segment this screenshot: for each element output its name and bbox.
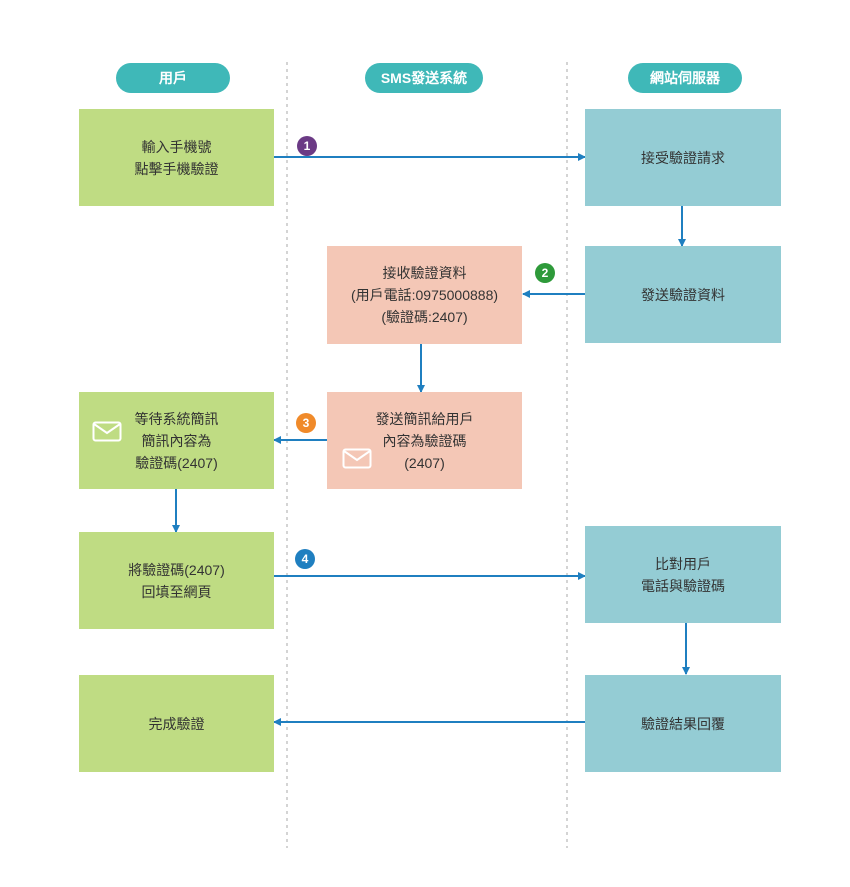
- box-send-sms-line-2: 內容為驗證碼: [382, 432, 467, 449]
- box-receive-data-line-1: 接收驗證資料: [382, 265, 467, 281]
- box-compare: 比對用戶 電話與驗證碼: [585, 526, 781, 623]
- step-badge-1: 1: [297, 136, 317, 156]
- box-complete: 完成驗證: [79, 675, 274, 772]
- box-send-sms-line-3: (2407): [404, 454, 445, 471]
- lane-header-user: 用戶: [116, 63, 230, 93]
- box-send-data-line-1: 發送驗證資料: [641, 286, 725, 303]
- box-wait-sms-line-1: 等待系統簡訊: [134, 410, 219, 427]
- envelope-icon: [342, 448, 372, 469]
- box-accept-request: 接受驗證請求: [585, 109, 781, 206]
- box-input-phone-line-1: 輸入手機號: [141, 138, 212, 155]
- box-send-sms-line-1: 發送簡訊給用戶: [375, 410, 474, 427]
- box-input-phone: 輸入手機號 點擊手機驗證: [79, 109, 274, 206]
- lane-header-sms: SMS發送系統: [365, 63, 483, 93]
- step-badge-4: 4: [295, 549, 315, 569]
- box-receive-data-line-2: (用戶電話:0975000888): [350, 287, 499, 303]
- box-reply: 驗證結果回覆: [585, 675, 781, 772]
- box-send-data: 發送驗證資料: [585, 246, 781, 343]
- step-badge-2: 2: [535, 263, 555, 283]
- box-fill-code-line-1: 將驗證碼(2407): [128, 561, 225, 578]
- box-reply-line-1: 驗證結果回覆: [641, 715, 725, 732]
- box-fill-code-line-2: 回填至網頁: [141, 583, 212, 600]
- box-complete-line-1: 完成驗證: [148, 715, 205, 732]
- box-compare-line-1: 比對用戶: [655, 555, 711, 572]
- envelope-icon: [92, 421, 122, 442]
- box-compare-line-2: 電話與驗證碼: [641, 577, 725, 594]
- box-wait-sms-line-2: 簡訊內容為: [141, 432, 212, 449]
- box-input-phone-line-2: 點擊手機驗證: [134, 160, 219, 177]
- box-fill-code: 將驗證碼(2407) 回填至網頁: [79, 532, 274, 629]
- box-receive-data-line-3: (驗證碼:2407): [381, 309, 468, 325]
- lane-header-server: 網站伺服器: [628, 63, 742, 93]
- box-accept-request-line-1: 接受驗證請求: [641, 149, 725, 166]
- box-wait-sms-line-3: 驗證碼(2407): [135, 454, 218, 471]
- step-badge-3: 3: [296, 413, 316, 433]
- box-receive-data: 接收驗證資料 (用戶電話:0975000888) (驗證碼:2407): [327, 246, 522, 344]
- box-send-sms: 發送簡訊給用戶 內容為驗證碼 (2407): [327, 392, 522, 489]
